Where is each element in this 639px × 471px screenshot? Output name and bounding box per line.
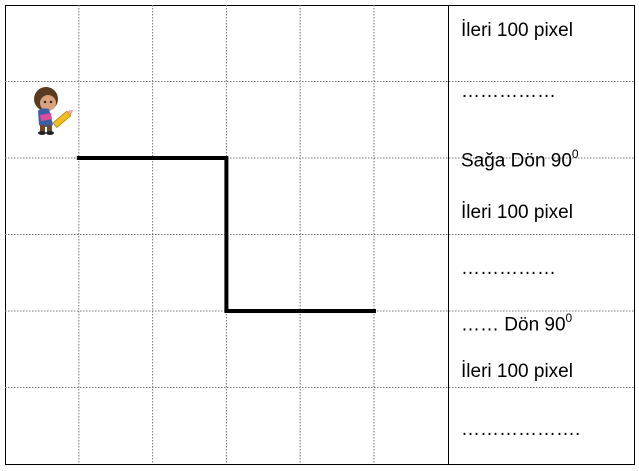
instruction-line: İleri 100 pixel [461, 203, 573, 222]
instruction-text: ………………. [461, 419, 580, 440]
child-with-crayon-icon [34, 87, 75, 135]
instruction-line: ………………. [461, 420, 580, 439]
instruction-line: …………… [461, 82, 556, 101]
instruction-text: …………… [461, 81, 556, 102]
instruction-text: İleri 100 pixel [461, 202, 573, 223]
instruction-line: Sağa Dön 900 [461, 149, 579, 170]
instruction-line: İleri 100 pixel [461, 21, 573, 40]
instruction-line: …… Dön 900 [461, 313, 572, 334]
degree-superscript: 0 [572, 147, 579, 161]
instruction-text: İleri 100 pixel [461, 20, 573, 41]
instruction-line: İleri 100 pixel [461, 362, 573, 381]
instruction-text: …………… [461, 258, 556, 279]
instruction-line: …………… [461, 259, 556, 278]
degree-superscript: 0 [566, 311, 573, 325]
instruction-text: İleri 100 pixel [461, 361, 573, 382]
instruction-text: Sağa Dön 90 [461, 150, 572, 171]
instruction-text: …… Dön 90 [461, 314, 566, 335]
